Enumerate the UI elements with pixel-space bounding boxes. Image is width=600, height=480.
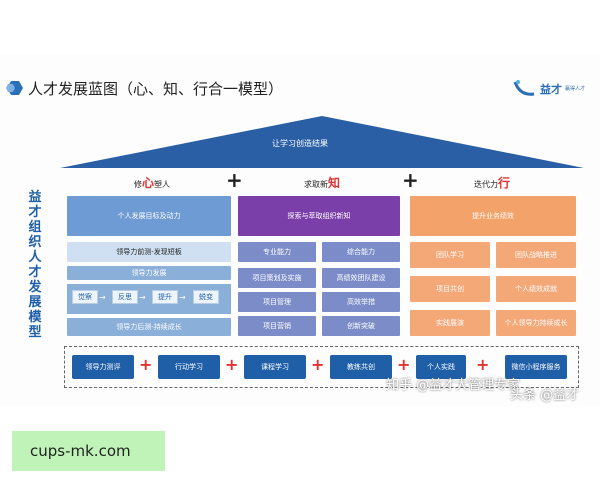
purple-cell: 创新突破 bbox=[322, 316, 400, 336]
purple-cell: 项目策划及实施 bbox=[238, 268, 316, 288]
logo-mark-icon bbox=[513, 80, 535, 96]
method-box: 微信小程序服务 bbox=[505, 355, 567, 379]
method-box: 行动学习 bbox=[158, 355, 220, 379]
purple-cell: 专业能力 bbox=[238, 242, 316, 262]
plus-icon: + bbox=[397, 355, 411, 374]
purple-cell: 综合能力 bbox=[322, 242, 400, 262]
column-act-heading: 迭代力行 bbox=[473, 176, 510, 190]
title-bar: 人才发展蓝图（心、知、行合一模型） bbox=[6, 75, 283, 101]
plus-icon: + bbox=[311, 355, 325, 374]
arrow-icon: → bbox=[179, 293, 186, 302]
zhihu-watermark: 知乎 @益才大管理专家 bbox=[386, 378, 521, 393]
purple-cell: 项目管理 bbox=[238, 292, 316, 312]
step-improve: 提升 bbox=[152, 290, 178, 304]
plus-sign: + bbox=[402, 168, 419, 192]
roof-triangle bbox=[60, 116, 584, 168]
blue-row-development: 领导力发展 bbox=[67, 266, 231, 280]
purple-cell: 项目营销 bbox=[238, 316, 316, 336]
arrow-icon: → bbox=[139, 293, 146, 302]
orange-cell: 个人绩效成就 bbox=[496, 276, 576, 302]
purple-cell: 高绩效团队建设 bbox=[322, 268, 400, 288]
plus-icon: + bbox=[476, 355, 490, 374]
arrow-icon: → bbox=[99, 293, 106, 302]
page-title: 人才发展蓝图（心、知、行合一模型） bbox=[28, 79, 284, 98]
orange-cell: 项目共创 bbox=[410, 276, 490, 302]
roof-label: 让学习创造结果 bbox=[272, 139, 328, 148]
plus-icon: + bbox=[139, 355, 153, 374]
blue-header: 个人发展目标及动力 bbox=[67, 196, 231, 236]
brand-logo: 益才 赢得人才 bbox=[512, 78, 593, 100]
vertical-title: 益才组织人才发展模型 bbox=[28, 190, 42, 340]
method-box: 教练共创 bbox=[330, 355, 392, 379]
orange-cell: 个人领导力持续成长 bbox=[496, 310, 576, 336]
purple-cell: 高效举措 bbox=[322, 292, 400, 312]
footer-box bbox=[12, 431, 165, 471]
bottom-methods-frame bbox=[64, 346, 579, 388]
method-box: 个人实践 bbox=[416, 355, 466, 379]
toutiao-watermark: 头条 @益才 bbox=[510, 388, 580, 403]
step-transform: 蜕变 bbox=[193, 290, 219, 304]
method-box: 课程学习 bbox=[244, 355, 306, 379]
column-know-heading: 求取新知 bbox=[303, 176, 340, 190]
hexagon-icon bbox=[6, 81, 23, 95]
column-heart-heading: 修心塑人 bbox=[133, 176, 170, 190]
step-reflect: 反思 bbox=[112, 290, 138, 304]
method-box: 领导力测评 bbox=[72, 355, 134, 379]
footer-url: cups-mk.com bbox=[30, 442, 131, 460]
plus-icon: + bbox=[225, 355, 239, 374]
orange-cell: 团队学习 bbox=[410, 242, 490, 268]
blue-row-posttest: 领导力后测-持续成长 bbox=[67, 318, 231, 336]
orange-header: 提升业务绩效 bbox=[410, 196, 576, 236]
logo-subtitle: 赢得人才 bbox=[565, 86, 586, 92]
plus-sign: + bbox=[226, 168, 243, 192]
purple-header: 探索与萃取组织新知 bbox=[238, 196, 400, 236]
logo-name: 益才 bbox=[540, 83, 562, 96]
orange-cell: 团队战略推进 bbox=[496, 242, 576, 268]
blue-row-pretest: 领导力前测-发现短板 bbox=[67, 242, 231, 262]
orange-cell: 实践展演 bbox=[410, 310, 490, 336]
step-aware: 觉察 bbox=[72, 290, 98, 304]
